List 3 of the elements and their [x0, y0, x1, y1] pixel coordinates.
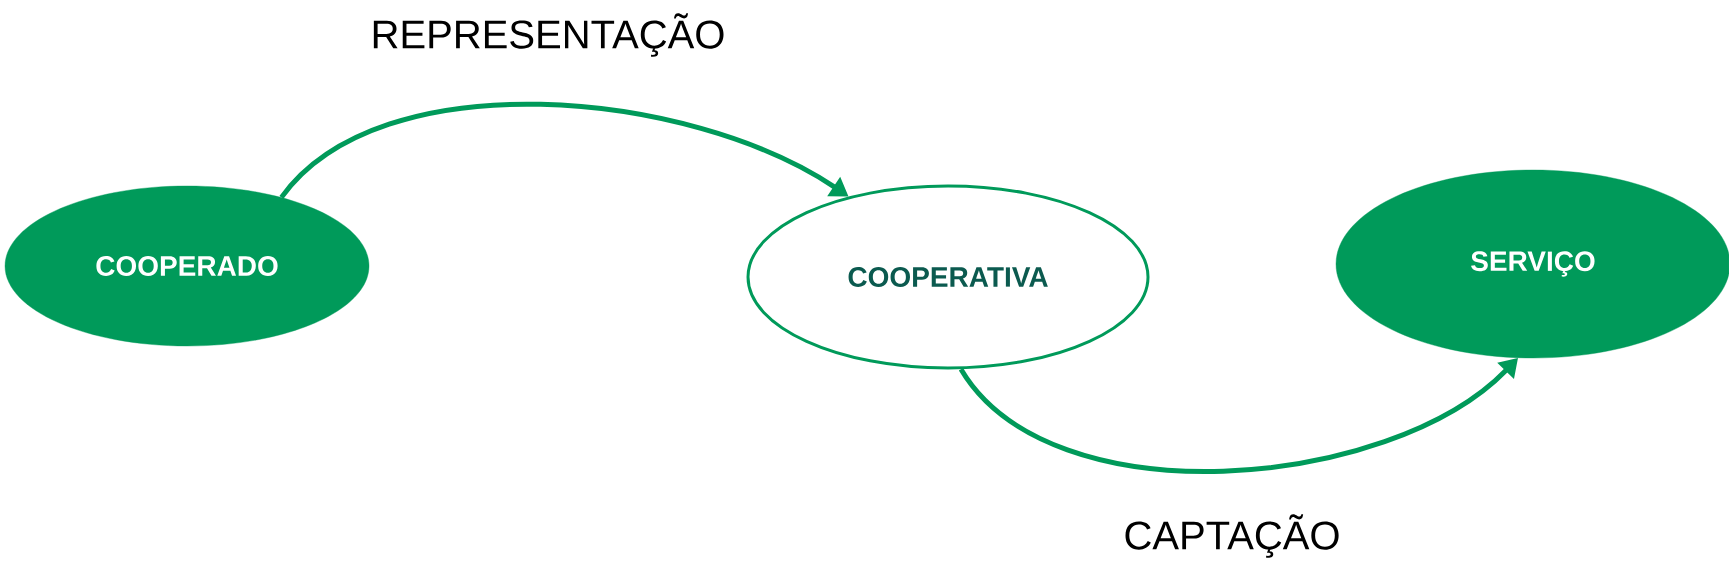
arrow: [959, 358, 1518, 474]
edge-label: REPRESENTAÇÃO: [373, 13, 724, 57]
edge-label: CAPTAÇÃO: [1125, 514, 1339, 558]
